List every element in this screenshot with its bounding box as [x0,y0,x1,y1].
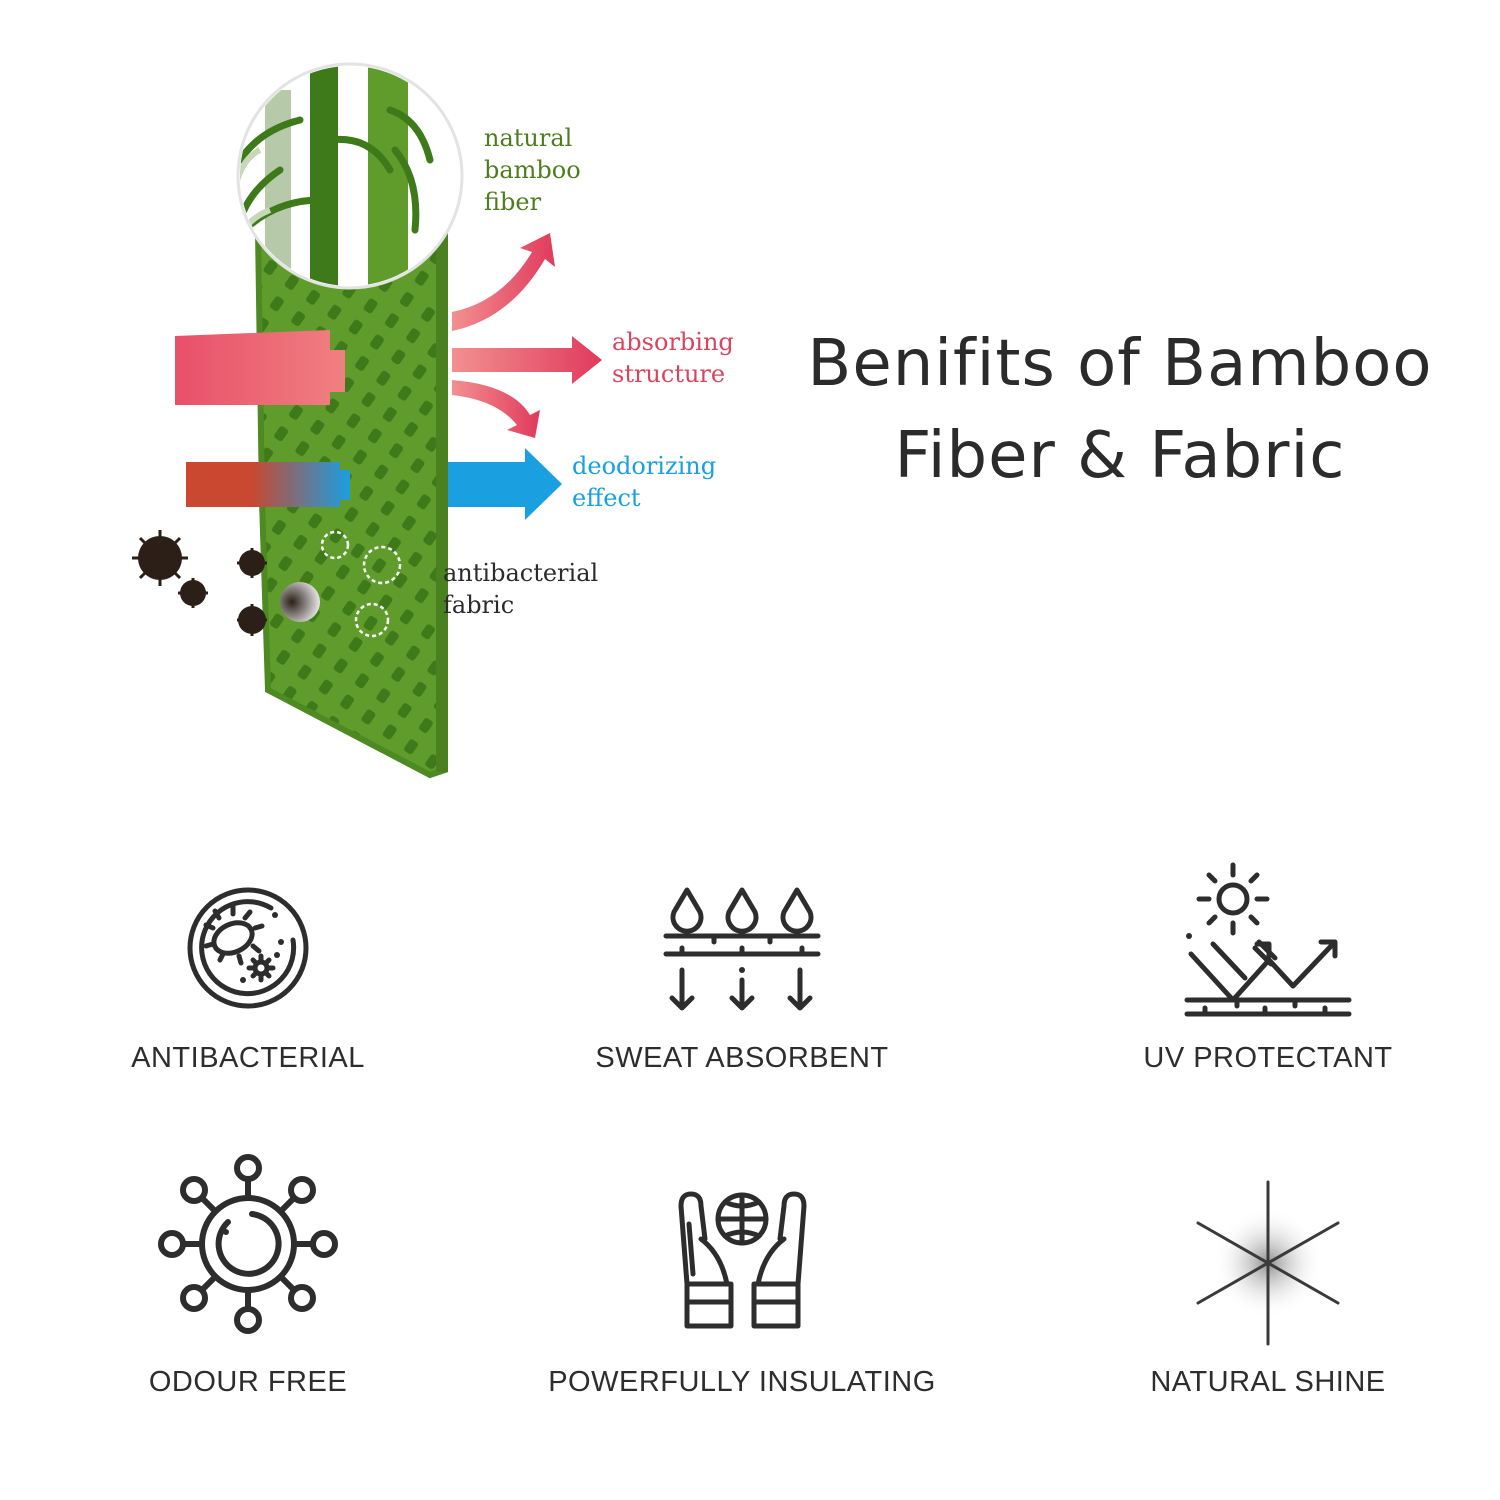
feature-odour-free: ODOUR FREE [38,1152,458,1422]
sparkle-star-icon [1196,1180,1340,1346]
fabric-diagram-graphic [132,62,602,779]
hands-globe-icon [678,1191,806,1329]
title-line-2: Fiber & Fabric [894,419,1346,493]
feature-sweat-absorbent: SWEAT ABSORBENT [532,880,952,1100]
label-natural-bamboo-fiber: natural bamboo fiber [484,124,581,216]
page-title: Benifits of Bamboo Fiber & Fabric [800,318,1440,502]
dead-germs [320,530,402,638]
water-drops-absorb-icon [663,887,821,1011]
feature-label: NATURAL SHINE [1150,1366,1386,1398]
label-antibacterial-fabric: antibacterial fabric [443,559,599,619]
feature-label: UV PROTECTANT [1143,1042,1393,1074]
germ-spikes [132,530,267,636]
sun-uv-reflect-icon [1184,862,1352,1017]
title-line-1: Benifits of Bamboo [807,327,1433,401]
feature-label: ODOUR FREE [148,1366,348,1398]
label-deodorizing-effect: deodorizing effect [572,452,717,512]
petri-dish-bacteria-icon [187,887,309,1009]
feature-uv-protectant: UV PROTECTANT [1058,862,1478,1100]
feature-label: ANTIBACTERIAL [131,1042,365,1074]
feature-natural-shine: NATURAL SHINE [1058,1178,1478,1422]
virus-molecule-icon [157,1154,338,1334]
feature-label: POWERFULLY INSULATING [548,1366,936,1398]
bamboo-fabric-illustration [120,60,780,780]
label-absorbing-structure: absorbing structure [612,328,734,388]
feature-powerfully-insulating: POWERFULLY INSULATING [532,1184,952,1422]
feature-label: SWEAT ABSORBENT [595,1042,889,1074]
feature-antibacterial: ANTIBACTERIAL [38,880,458,1100]
